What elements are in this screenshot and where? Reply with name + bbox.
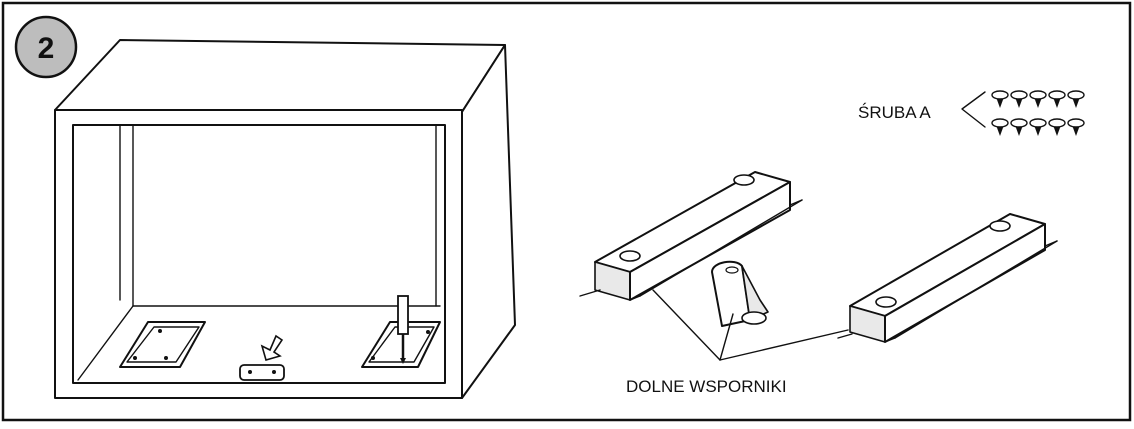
screwdriver-icon — [397, 295, 409, 364]
bracket-center — [711, 260, 769, 327]
screw-icon — [1048, 118, 1066, 136]
screw-icon — [1029, 118, 1047, 136]
left-floor-plate — [119, 321, 206, 368]
screw-icon — [1067, 90, 1085, 108]
screw-icon — [991, 118, 1009, 136]
screw-icon — [1010, 118, 1028, 136]
bracket-left — [579, 171, 803, 301]
bracket-right — [837, 213, 1058, 343]
center-clip — [239, 334, 285, 381]
step-badge: 2 — [14, 15, 78, 79]
diagram-frame — [1, 1, 1132, 422]
step-number: 2 — [38, 32, 55, 65]
brackets-label: DOLNE WSPORNIKI — [626, 377, 787, 396]
right-floor-plate — [361, 321, 441, 368]
bracket-leaders — [652, 289, 849, 361]
screw-label-group: ŚRUBA A — [858, 90, 1085, 136]
screw-icon — [1029, 90, 1047, 108]
screw-icon — [1010, 90, 1028, 108]
screw-icon — [1067, 118, 1085, 136]
screw-label: ŚRUBA A — [858, 103, 931, 122]
screw-a-set — [991, 90, 1085, 136]
screw-icon — [1048, 90, 1066, 108]
screw-icon — [991, 90, 1009, 108]
cabinet-illustration — [54, 39, 516, 399]
arrow-icon — [260, 334, 284, 361]
